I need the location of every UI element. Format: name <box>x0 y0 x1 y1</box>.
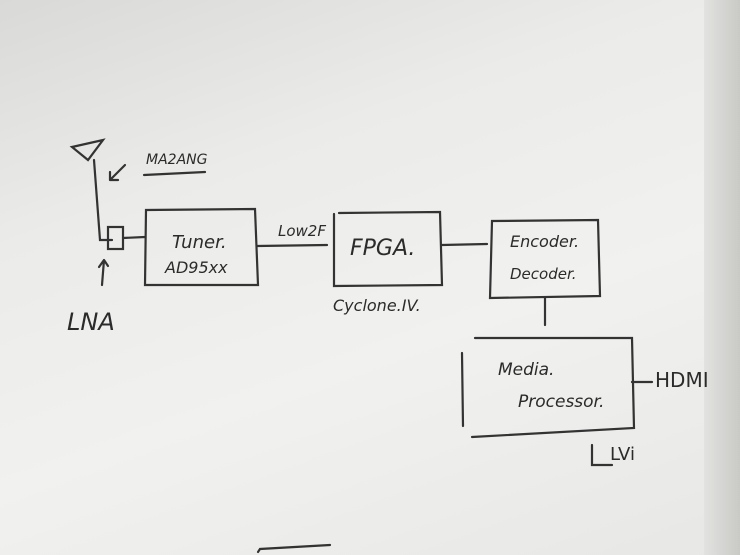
tuner-box <box>143 207 260 287</box>
lna-label: LNA <box>67 308 115 336</box>
hdmi-label: HDMI <box>655 368 709 392</box>
paper-edge-shadow <box>704 0 740 555</box>
arrow-to-lna <box>97 258 110 287</box>
fpga-to-codec-line <box>440 242 489 247</box>
processor-label: Processor. <box>518 392 605 412</box>
fpga-label: FPGA. <box>350 236 416 261</box>
media-box <box>460 336 636 439</box>
decoder-label: Decoder. <box>510 265 577 283</box>
media-label: Media. <box>498 360 555 380</box>
antenna-label: MA2ANG <box>146 152 208 168</box>
lna-to-tuner-line <box>121 235 147 240</box>
bottom-partial-shape <box>256 543 332 554</box>
link-label: Low2F <box>278 222 326 240</box>
antenna-icon <box>69 138 114 242</box>
lvi-bracket <box>590 443 614 467</box>
fpga-box <box>332 210 444 288</box>
antenna-label-underline <box>142 170 207 177</box>
codec-box <box>488 218 602 300</box>
tuner-label: Tuner. <box>172 232 227 253</box>
tuner-to-fpga-line <box>255 243 329 248</box>
encoder-label: Encoder. <box>510 232 580 251</box>
tuner-chip-label: AD95xx <box>165 258 228 277</box>
fpga-sublabel: Cyclone.IV. <box>333 296 421 315</box>
lna-block <box>106 225 125 251</box>
arrow-to-antenna <box>108 163 127 182</box>
lvi-label: LVi <box>610 444 635 465</box>
